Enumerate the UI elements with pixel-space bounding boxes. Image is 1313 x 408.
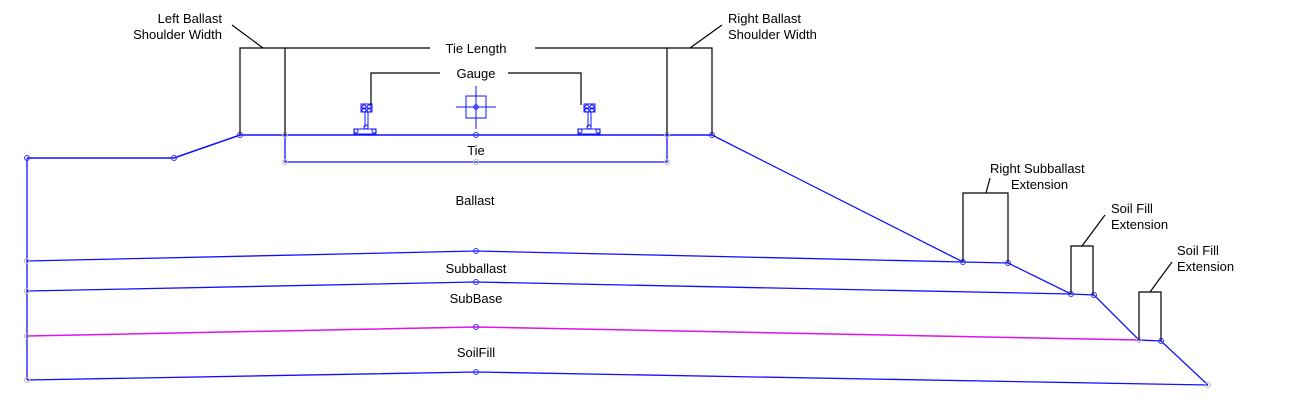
subballast-label: Subballast — [446, 261, 507, 276]
left-rail-icon[interactable] — [353, 103, 377, 135]
right-shoulder-label-1: Right Ballast — [728, 11, 801, 26]
profile-nodes[interactable] — [24, 132, 1211, 388]
soilfill-top-line[interactable] — [26, 326, 1140, 341]
soil-fill-1-label-2: Extension — [1111, 217, 1168, 232]
right-side-slope[interactable] — [711, 134, 1209, 386]
right-shoulder-label-2: Shoulder Width — [728, 27, 817, 42]
right-shoulder-dimension[interactable] — [667, 24, 723, 135]
centerline-crosshair-icon[interactable] — [456, 86, 496, 129]
right-subballast-label-1: Right Subballast — [990, 161, 1085, 176]
subbase-top-line[interactable] — [26, 281, 1072, 295]
tie-outline[interactable] — [284, 135, 668, 163]
tie-label: Tie — [467, 143, 485, 158]
left-shoulder-label-2: Shoulder Width — [133, 27, 222, 42]
soil-fill-dimension-2[interactable] — [1138, 261, 1173, 341]
left-shoulder-dimension[interactable] — [231, 24, 285, 135]
tie-length-label: Tie Length — [446, 41, 507, 56]
soil-fill-1-label-1: Soil Fill — [1111, 201, 1153, 216]
right-subballast-label-2: Extension — [1011, 177, 1068, 192]
ballast-top-line[interactable] — [27, 134, 712, 159]
soil-fill-2-label-2: Extension — [1177, 259, 1234, 274]
soilfill-bottom-line[interactable] — [26, 371, 1209, 386]
subbase-label: SubBase — [450, 291, 503, 306]
left-shoulder-label-1: Left Ballast — [158, 11, 223, 26]
right-rail-icon[interactable] — [577, 103, 601, 135]
soil-fill-2-label-1: Soil Fill — [1177, 243, 1219, 258]
right-subballast-dimension[interactable] — [962, 177, 1009, 263]
gauge-dimension[interactable] — [370, 72, 582, 105]
subballast-top-line[interactable] — [26, 250, 964, 263]
gauge-label: Gauge — [456, 66, 495, 81]
ballast-label: Ballast — [455, 193, 494, 208]
soilfill-label: SoilFill — [457, 345, 495, 360]
soil-fill-dimension-1[interactable] — [1070, 214, 1106, 295]
